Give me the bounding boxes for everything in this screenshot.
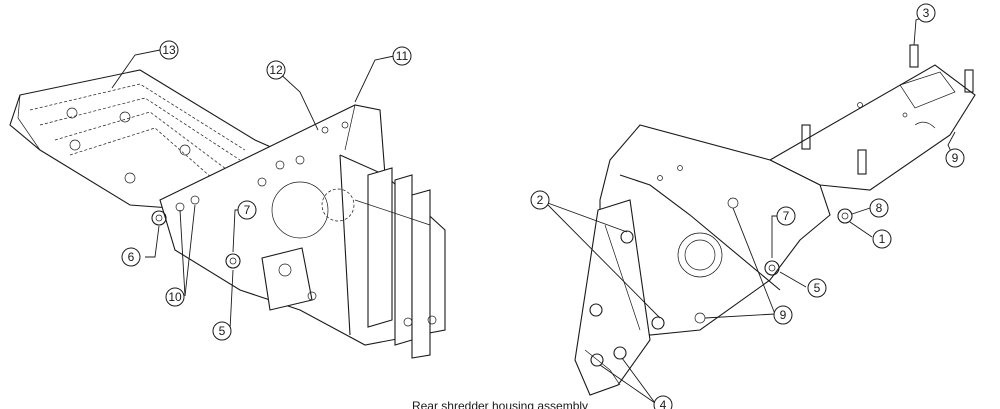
callout-6: 6 — [121, 247, 141, 267]
callout-8: 8 — [869, 198, 889, 218]
callout-9-top: 9 — [945, 148, 965, 168]
callout-11: 11 — [392, 46, 412, 66]
stud — [909, 44, 919, 68]
svg-text:1: 1 — [879, 232, 886, 246]
stud — [857, 149, 867, 175]
callout-7: 7 — [237, 200, 257, 220]
svg-text:3: 3 — [923, 6, 930, 20]
callout-2: 2 — [530, 190, 550, 210]
svg-text:2: 2 — [537, 193, 544, 207]
svg-text:8: 8 — [876, 201, 883, 215]
callout-5: 5 — [212, 321, 232, 341]
callout-12: 12 — [266, 60, 286, 80]
callout-7-right: 7 — [776, 206, 796, 226]
figure-caption: Rear shredder housing assembly — [411, 399, 589, 409]
svg-text:6: 6 — [128, 250, 135, 264]
callout-10: 10 — [165, 287, 185, 307]
svg-text:11: 11 — [396, 49, 409, 63]
stud — [801, 124, 811, 150]
callout-3: 3 — [916, 3, 936, 23]
svg-text:7: 7 — [244, 203, 251, 217]
callout-leaders — [111, 15, 956, 404]
svg-text:5: 5 — [814, 281, 821, 295]
svg-text:12: 12 — [269, 63, 283, 77]
svg-text:10: 10 — [168, 290, 182, 304]
callout-9-bottom: 9 — [773, 305, 793, 325]
svg-text:4: 4 — [660, 398, 667, 409]
svg-text:5: 5 — [219, 324, 226, 338]
stud — [964, 69, 974, 93]
callout-13: 13 — [159, 40, 179, 60]
svg-text:13: 13 — [162, 43, 176, 57]
left-assembly-view — [9, 69, 446, 359]
callout-5-right: 5 — [807, 278, 827, 298]
svg-text:9: 9 — [952, 151, 959, 165]
right-assembly-view — [574, 44, 976, 396]
svg-text:7: 7 — [783, 209, 790, 223]
callout-4: 4 — [653, 395, 673, 409]
svg-text:9: 9 — [780, 308, 787, 322]
callout-1: 1 — [872, 229, 892, 249]
callout-bubbles: 13 12 11 7 6 10 5 3 9 2 7 — [121, 3, 965, 409]
